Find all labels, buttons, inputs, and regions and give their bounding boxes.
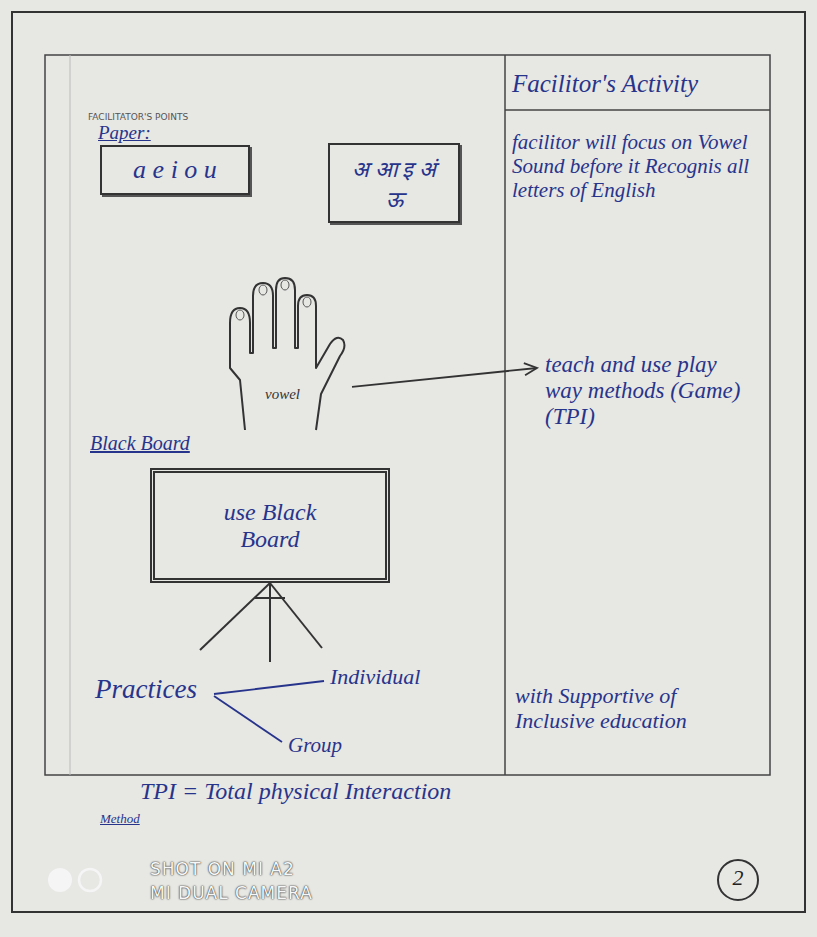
table-border <box>45 55 770 775</box>
footnote: Method <box>100 812 140 827</box>
branch-label: Individual <box>330 664 420 689</box>
branch-line <box>214 681 324 694</box>
node-text: a e i o u <box>114 155 236 185</box>
printed-heading: FACILITATOR'S POINTS <box>88 112 188 122</box>
hand-figure: vowel <box>215 268 350 433</box>
node-text: अ आ इ अं ऊ <box>342 153 446 213</box>
activity-note: facilitor will focus on Vowel Sound befo… <box>512 130 767 202</box>
outer-frame <box>12 12 805 912</box>
node-text: use Black Board <box>195 499 345 553</box>
arrow-connector <box>352 363 537 387</box>
branch-lines <box>214 681 324 742</box>
camera-watermark: MI DUAL CAMERA <box>150 884 313 904</box>
camera-ring <box>79 869 101 891</box>
column-divider <box>504 55 506 775</box>
branch-line <box>214 696 282 742</box>
branch-label: Group <box>288 733 342 757</box>
easel-leg <box>270 583 322 648</box>
letter-box: a e i o u <box>100 145 250 195</box>
camera-watermark: SHOT ON MI A2 <box>150 860 295 880</box>
arrow-line <box>352 368 537 387</box>
fingernail <box>236 310 244 320</box>
header-rule <box>505 109 770 111</box>
hand-path <box>230 278 344 430</box>
fingernail <box>259 285 267 295</box>
easel-leg <box>200 583 270 650</box>
camera-dot <box>48 868 72 892</box>
hand-outline <box>215 268 350 433</box>
column-heading: Facilitor's Activity <box>512 70 767 99</box>
easel-leg <box>269 583 271 662</box>
footnote: TPI = Total physical Interaction <box>140 778 700 806</box>
fingernail <box>303 297 311 307</box>
activity-note: teach and use play way methods (Game) (T… <box>545 352 750 430</box>
page-number: 2 <box>726 865 750 890</box>
blackboard-box: use Black Board <box>150 468 390 583</box>
easel-stand <box>200 583 322 662</box>
activity-note: with Supportive of Inclusive education <box>515 683 760 734</box>
fingernail <box>281 280 289 290</box>
page-circle <box>718 860 758 900</box>
easel-bar <box>255 597 285 599</box>
letter-box: अ आ इ अं ऊ <box>328 143 460 223</box>
section-label: Practices <box>95 674 197 705</box>
section-label: Black Board <box>90 432 190 455</box>
node-text: teach and use play way methods (Game) (T… <box>545 352 750 430</box>
node-text: vowel <box>215 386 350 403</box>
margin-line <box>70 55 71 775</box>
arrow-head <box>524 363 537 375</box>
section-label: Paper: <box>98 122 151 144</box>
